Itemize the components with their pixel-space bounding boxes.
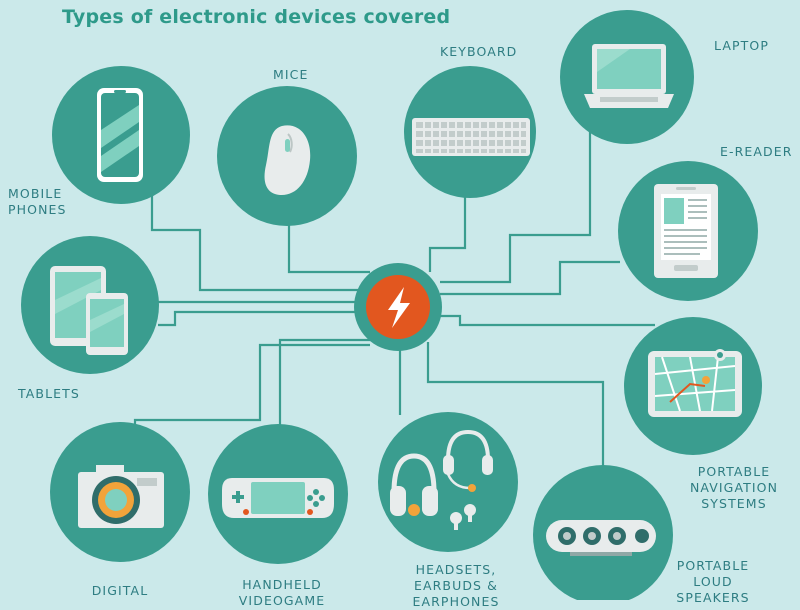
label-line: E-READER (720, 144, 793, 159)
connector-mice (287, 210, 370, 274)
label-line: HEADSETS, (415, 562, 497, 577)
label-line: SYSTEMS (701, 496, 767, 511)
device-videogame (208, 424, 348, 564)
label-line: LOUD (693, 574, 733, 589)
device-navigation (624, 317, 762, 455)
label-mice: MICE (273, 67, 309, 83)
label-line: PORTABLE (697, 464, 771, 479)
label-line: EARPHONES (412, 594, 500, 609)
label-line: LAPTOP (714, 38, 769, 53)
device-e-reader (618, 161, 758, 301)
label-line: VIDEOGAME (238, 593, 326, 608)
speaker-icon (546, 520, 656, 556)
label-line: TABLETS (18, 386, 80, 401)
label-line: EARBUDS & (413, 578, 499, 593)
label-laptop: LAPTOP (714, 38, 769, 54)
mouse-icon (264, 125, 311, 196)
label-speakers: PORTABLE LOUD SPEAKERS (668, 558, 758, 606)
laptop-icon (584, 44, 674, 108)
connector-mobile-phones (150, 190, 360, 292)
connector-camera (133, 343, 370, 430)
device-laptop (560, 10, 694, 144)
label-mobile-phones: MOBILE PHONES (8, 186, 67, 218)
device-tablets (21, 236, 159, 374)
label-line: PORTABLE (676, 558, 750, 573)
connector-laptop (440, 118, 592, 284)
connector-navigation (440, 314, 655, 327)
mobile-phone-icon (97, 88, 143, 182)
device-keyboard (404, 66, 536, 198)
label-line: NAVIGATION (689, 480, 779, 495)
label-videogame: HANDHELD VIDEOGAME (230, 577, 334, 609)
connector-keyboard (428, 195, 467, 272)
label-keyboard: KEYBOARD (440, 44, 517, 60)
connector-e-reader (440, 260, 620, 296)
central-hub (354, 263, 442, 351)
device-speakers (533, 465, 673, 600)
label-line: PHONES (8, 202, 67, 217)
device-mice (217, 86, 357, 226)
diagram-title: Types of electronic devices covered (62, 6, 451, 28)
label-line: MOBILE (8, 186, 63, 201)
label-tablets: TABLETS (18, 386, 80, 402)
camera-icon (78, 465, 164, 528)
connector-tablets-2 (158, 310, 362, 327)
label-navigation: PORTABLE NAVIGATION SYSTEMS (682, 464, 786, 512)
connector-speakers (426, 342, 605, 470)
navigation-icon (648, 349, 742, 417)
game-console-icon (222, 478, 334, 518)
label-line: MICE (273, 67, 309, 82)
headset-icon (390, 429, 493, 530)
device-mobile-phones (52, 66, 190, 204)
label-line: DIGITAL (91, 583, 149, 598)
lightning-bolt-icon (388, 287, 410, 328)
label-e-reader: E-READER (720, 144, 793, 160)
label-headsets: HEADSETS, EARBUDS & EARPHONES (404, 562, 508, 610)
tablets-icon (50, 266, 128, 355)
e-reader-icon (654, 184, 718, 278)
label-line: SPEAKERS (676, 590, 750, 605)
device-camera (50, 422, 190, 562)
connector-videogame (278, 338, 375, 430)
connector-lines (133, 118, 655, 470)
label-camera: DIGITAL (70, 583, 170, 599)
device-headsets (378, 412, 518, 552)
label-line: HANDHELD (242, 577, 322, 592)
keyboard-icon (412, 118, 530, 156)
label-line: KEYBOARD (440, 44, 518, 59)
